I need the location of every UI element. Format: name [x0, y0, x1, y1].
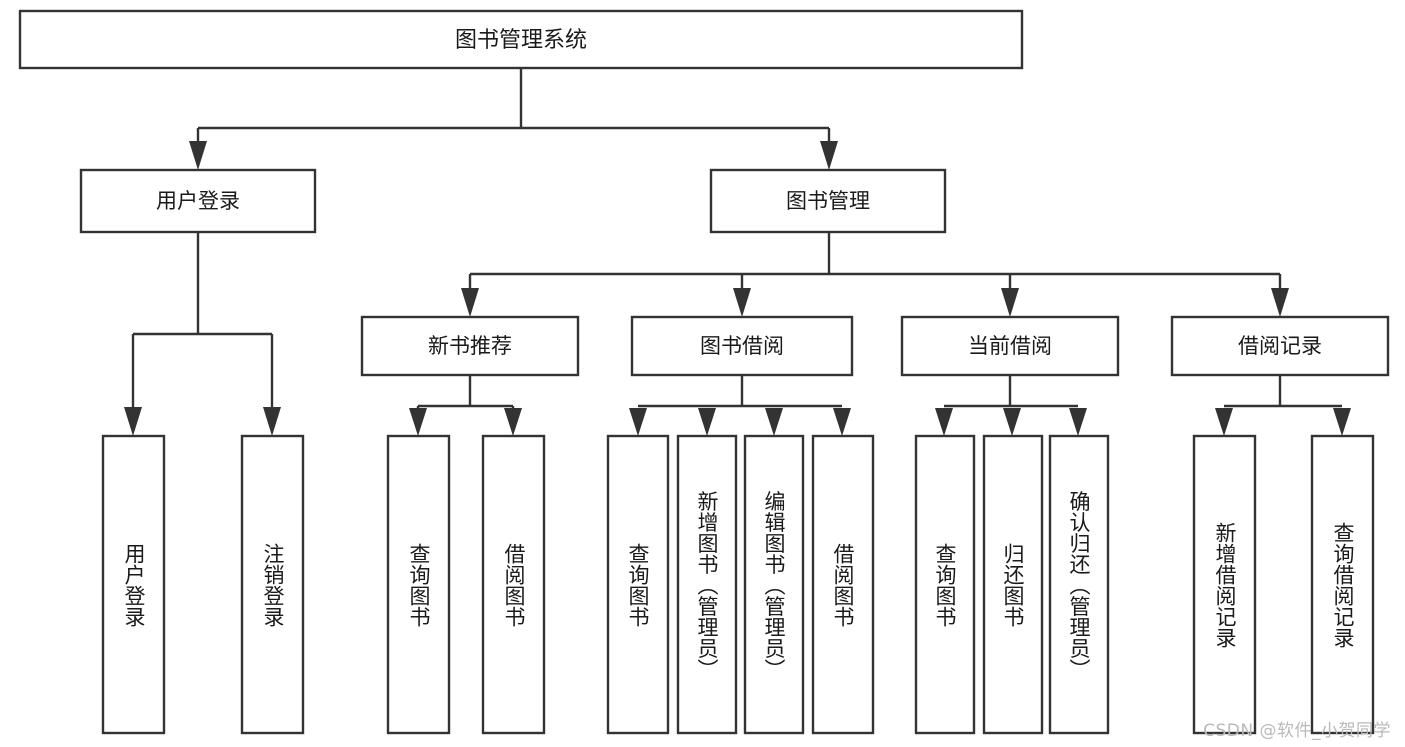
arrowhead-leaf-user-login [124, 407, 142, 436]
node-root[interactable]: 图书管理系统 [18, 9, 1024, 70]
connector-layer [124, 68, 1351, 436]
node-user-login-box[interactable] [79, 168, 317, 234]
arrowhead-borrow-record [1271, 288, 1289, 317]
leaf-label-nbr-borrow-book: 借阅图书 [502, 543, 526, 627]
arrowhead-new-book-rec [461, 288, 479, 317]
arrowhead-book-borrow [733, 288, 751, 317]
leaf-label-bb-borrow-book: 借阅图书 [831, 543, 855, 627]
arrowhead-bb-leaf-3 [765, 408, 783, 436]
leaf-text-layer: 用户登录 注销登录 查询图书 借阅图书 查询图书 新增图书（管理员） 编辑图书（… [122, 491, 1355, 680]
leaf-box-cb-return-book[interactable] [982, 434, 1044, 735]
leaf-box-nbr-query-book[interactable] [386, 434, 451, 735]
leaf-label-bb-edit-book: 编辑图书（管理员） [762, 491, 786, 680]
leaf-box-logout[interactable] [240, 434, 305, 735]
arrowhead-bb-leaf-4 [833, 408, 851, 436]
arrowhead-nbr-leaf-1 [409, 408, 427, 436]
arrowhead-nbr-leaf-2 [504, 408, 522, 436]
leaf-label-cb-return-book: 归还图书 [1001, 543, 1025, 627]
leaf-box-br-add-record[interactable] [1192, 434, 1257, 735]
leaf-box-cb-query-book[interactable] [914, 434, 976, 735]
node-borrow-record-box[interactable] [1170, 315, 1390, 377]
node-root-box[interactable] [18, 9, 1024, 70]
arrowhead-br-leaf-2 [1333, 408, 1351, 436]
leaf-label-logout: 注销登录 [261, 543, 285, 627]
arrowhead-current-borrow [1001, 288, 1019, 317]
node-new-book-recommend-label: 新书推荐 [428, 334, 512, 358]
leaf-box-cb-confirm-return[interactable] [1048, 434, 1110, 735]
node-root-label: 图书管理系统 [455, 28, 587, 53]
node-user-login-label: 用户登录 [156, 189, 240, 213]
arrowhead-br-leaf-1 [1215, 408, 1233, 436]
leaf-box-bb-query-book[interactable] [606, 434, 670, 735]
leaf-box-user-login[interactable] [101, 434, 166, 735]
node-new-book-recommend[interactable]: 新书推荐 [360, 315, 580, 377]
arrowhead-bb-leaf-2 [698, 408, 716, 436]
node-borrow-record[interactable]: 借阅记录 [1170, 315, 1390, 377]
node-borrow-record-label: 借阅记录 [1238, 334, 1322, 358]
node-book-management-label: 图书管理 [786, 189, 870, 213]
leaf-label-br-add-record: 新增借阅记录 [1213, 522, 1237, 648]
leaf-label-user-login: 用户登录 [122, 543, 146, 627]
arrowhead-leaf-logout [263, 407, 281, 436]
leaf-box-bb-edit-book[interactable] [743, 434, 805, 735]
leaf-box-br-query-record[interactable] [1310, 434, 1375, 735]
arrowhead-bb-leaf-1 [629, 408, 647, 436]
leaf-label-br-query-record: 查询借阅记录 [1331, 522, 1355, 648]
arrowhead-user-login [189, 141, 207, 170]
node-book-borrow[interactable]: 图书借阅 [630, 315, 854, 377]
arrowhead-cb-leaf-3 [1069, 408, 1087, 436]
leaf-label-nbr-query-book: 查询图书 [407, 543, 431, 627]
leaf-label-bb-add-book: 新增图书（管理员） [695, 491, 719, 680]
arrowhead-cb-leaf-2 [1003, 408, 1021, 436]
node-current-borrow-box[interactable] [900, 315, 1120, 377]
leaf-box-bb-borrow-book[interactable] [811, 434, 875, 735]
leaf-box-nbr-borrow-book[interactable] [481, 434, 546, 735]
arrowhead-cb-leaf-1 [935, 408, 953, 436]
node-current-borrow[interactable]: 当前借阅 [900, 315, 1120, 377]
node-book-management-box[interactable] [709, 168, 947, 234]
node-new-book-recommend-box[interactable] [360, 315, 580, 377]
leaf-layer [101, 434, 1375, 735]
node-book-management[interactable]: 图书管理 [709, 168, 947, 234]
node-current-borrow-label: 当前借阅 [968, 334, 1052, 358]
leaf-label-bb-query-book: 查询图书 [626, 543, 650, 627]
leaf-box-bb-add-book[interactable] [676, 434, 738, 735]
node-book-borrow-box[interactable] [630, 315, 854, 377]
node-user-login[interactable]: 用户登录 [79, 168, 317, 234]
arrowhead-book-mgmt [820, 141, 838, 170]
leaf-label-cb-query-book: 查询图书 [933, 543, 957, 627]
leaf-label-cb-confirm-return: 确认归还（管理员） [1067, 491, 1091, 680]
node-book-borrow-label: 图书借阅 [700, 334, 784, 358]
